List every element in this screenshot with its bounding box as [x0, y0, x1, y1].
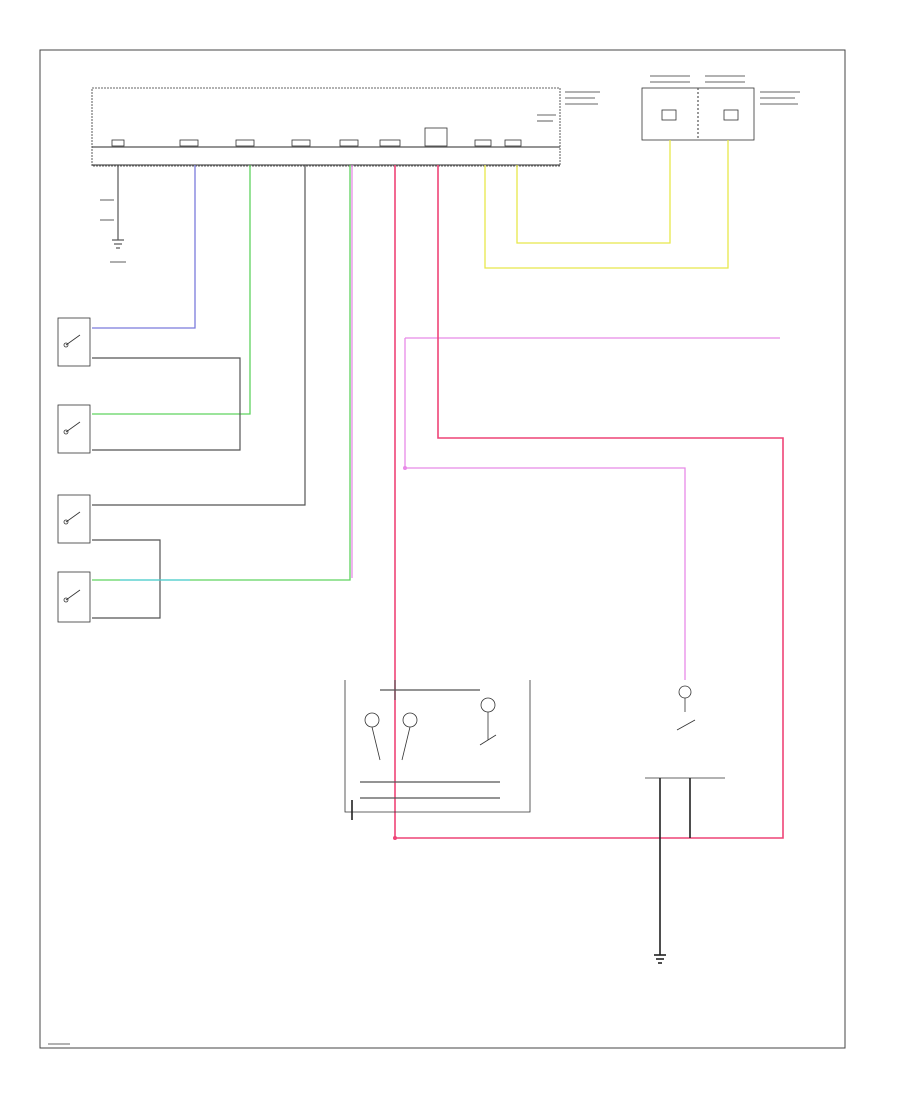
ground-drop-left [100, 165, 126, 263]
fuse-box [641, 75, 800, 141]
cargo-lamp [645, 685, 725, 779]
lamp-icon [364, 712, 380, 728]
door-switch-4 [57, 571, 91, 623]
wire-yellow [484, 140, 729, 269]
door-switch-3 [57, 494, 91, 544]
wire-green [92, 165, 351, 581]
interior-lamp-assembly [344, 680, 531, 820]
lamp-icon [402, 712, 418, 728]
ground-wires [654, 778, 691, 964]
lamp-icon [678, 685, 692, 699]
module-pin-row [111, 127, 522, 147]
lamp-icon [480, 697, 496, 713]
wire-red [394, 165, 784, 839]
module-side-label [537, 91, 600, 122]
wire-blue [92, 165, 196, 329]
wire-gray-mid [92, 165, 306, 619]
wire-pink [351, 165, 780, 680]
door-switch-2 [57, 404, 91, 454]
diagram-frame [39, 49, 846, 1049]
control-module [91, 87, 600, 167]
splice-points [393, 466, 407, 840]
door-switch-1 [57, 317, 91, 367]
